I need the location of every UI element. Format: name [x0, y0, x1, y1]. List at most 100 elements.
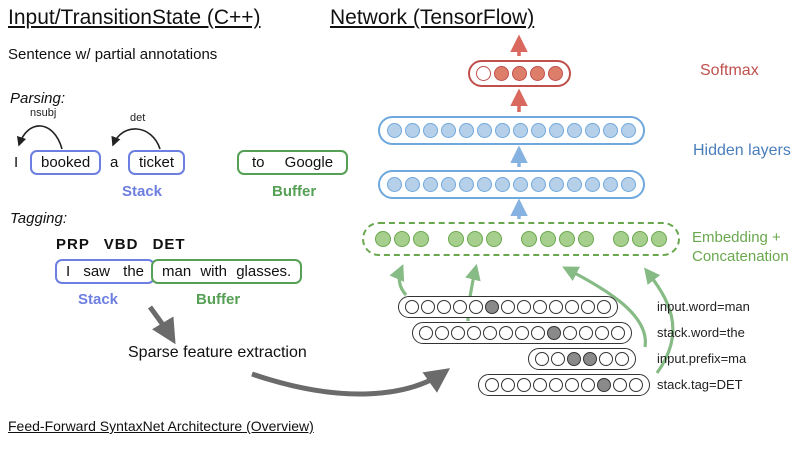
- tagging-stack-label: Stack: [78, 291, 119, 308]
- nsubj-arc: [16, 125, 63, 150]
- embedding-group: [521, 231, 594, 247]
- unit-circle: [531, 123, 546, 138]
- unit-circle: [495, 123, 510, 138]
- stack-word-booked: booked: [30, 150, 102, 175]
- unit-circle: [469, 300, 483, 314]
- subtitle: Sentence w/ partial annotations: [8, 46, 218, 63]
- unit-circle: [459, 123, 474, 138]
- unit-circle: [501, 300, 515, 314]
- unit-circle: [405, 300, 419, 314]
- unit-circle: [441, 177, 456, 192]
- feature-vector-stack-tag: [478, 374, 650, 396]
- unit-circle: [419, 326, 433, 340]
- footer-caption: Feed-Forward SyntaxNet Architecture (Ove…: [8, 418, 314, 434]
- unit-circle: [583, 352, 597, 366]
- unit-circle: [629, 378, 643, 392]
- unit-circle: [405, 123, 420, 138]
- unit-circle: [549, 123, 564, 138]
- unit-circle: [501, 378, 515, 392]
- unit-circle: [603, 177, 618, 192]
- unit-circle: [595, 326, 609, 340]
- unit-circle: [485, 300, 499, 314]
- feature-label-stack-word: stack.word=the: [657, 325, 745, 340]
- feature-vector-stack-word: [412, 322, 632, 344]
- hidden-layers-label: Hidden layers: [693, 142, 791, 159]
- unit-circle: [451, 326, 465, 340]
- unit-circle: [611, 326, 625, 340]
- word-a: a: [110, 154, 119, 171]
- stack-word-ticket: ticket: [128, 150, 186, 175]
- unit-circle: [548, 66, 563, 81]
- unit-circle: [565, 378, 579, 392]
- unit-circle: [621, 123, 636, 138]
- embedding-label-line1: Embedding +: [692, 229, 781, 246]
- unit-circle: [651, 231, 667, 247]
- unit-circle: [413, 231, 429, 247]
- parsing-label: Parsing:: [10, 90, 66, 107]
- unit-circle: [423, 177, 438, 192]
- hidden-layer-2: [378, 116, 645, 145]
- feature-vector-input-prefix: [528, 348, 636, 370]
- unit-circle: [533, 300, 547, 314]
- unit-circle: [517, 378, 531, 392]
- unit-circle: [597, 300, 611, 314]
- sparse-to-features-arrow: [251, 368, 451, 397]
- unit-circle: [632, 231, 648, 247]
- embedding-group: [613, 231, 667, 247]
- tagging-buffer-label: Buffer: [196, 291, 241, 308]
- sparse-feature-extraction-label: Sparse feature extraction: [128, 344, 307, 361]
- unit-circle: [517, 300, 531, 314]
- unit-circle: [459, 177, 474, 192]
- feature1-arrow: [389, 264, 408, 297]
- right-title: Network (TensorFlow): [330, 6, 535, 29]
- unit-circle: [597, 378, 611, 392]
- det-arc-label: det: [130, 112, 145, 124]
- unit-circle: [530, 66, 545, 81]
- unit-circle: [579, 326, 593, 340]
- unit-circle: [467, 231, 483, 247]
- unit-circle: [563, 326, 577, 340]
- unit-circle: [567, 123, 582, 138]
- unit-circle: [585, 123, 600, 138]
- unit-circle: [375, 231, 391, 247]
- unit-circle: [549, 378, 563, 392]
- tagging-stack-box: I saw the: [55, 259, 156, 284]
- unit-circle: [535, 352, 549, 366]
- unit-circle: [387, 177, 402, 192]
- unit-circle: [533, 378, 547, 392]
- unit-circle: [467, 326, 481, 340]
- unit-circle: [513, 177, 528, 192]
- feature-vector-input-word: [398, 296, 618, 318]
- unit-circle: [421, 300, 435, 314]
- unit-circle: [512, 66, 527, 81]
- unit-circle: [547, 326, 561, 340]
- unit-circle: [483, 326, 497, 340]
- unit-circle: [387, 123, 402, 138]
- softmax-label: Softmax: [700, 62, 759, 79]
- tagging-to-sparse-arrow: [147, 305, 176, 345]
- tagging-label: Tagging:: [10, 210, 67, 227]
- parsing-stack-label: Stack: [122, 183, 163, 200]
- unit-circle: [578, 231, 594, 247]
- unit-circle: [585, 177, 600, 192]
- unit-circle: [476, 66, 491, 81]
- hidden-layer-1: [378, 170, 645, 199]
- unit-circle: [486, 231, 502, 247]
- unit-circle: [477, 123, 492, 138]
- word-i: I: [14, 154, 19, 171]
- unit-circle: [515, 326, 529, 340]
- unit-circle: [394, 231, 410, 247]
- feature-label-stack-tag: stack.tag=DET: [657, 377, 743, 392]
- unit-circle: [551, 352, 565, 366]
- embedding-layer: [362, 222, 680, 256]
- embedding-group: [375, 231, 429, 247]
- unit-circle: [567, 352, 581, 366]
- unit-circle: [549, 300, 563, 314]
- unit-circle: [603, 123, 618, 138]
- unit-circle: [495, 177, 510, 192]
- unit-circle: [540, 231, 556, 247]
- unit-circle: [453, 300, 467, 314]
- unit-circle: [405, 177, 420, 192]
- unit-circle: [485, 378, 499, 392]
